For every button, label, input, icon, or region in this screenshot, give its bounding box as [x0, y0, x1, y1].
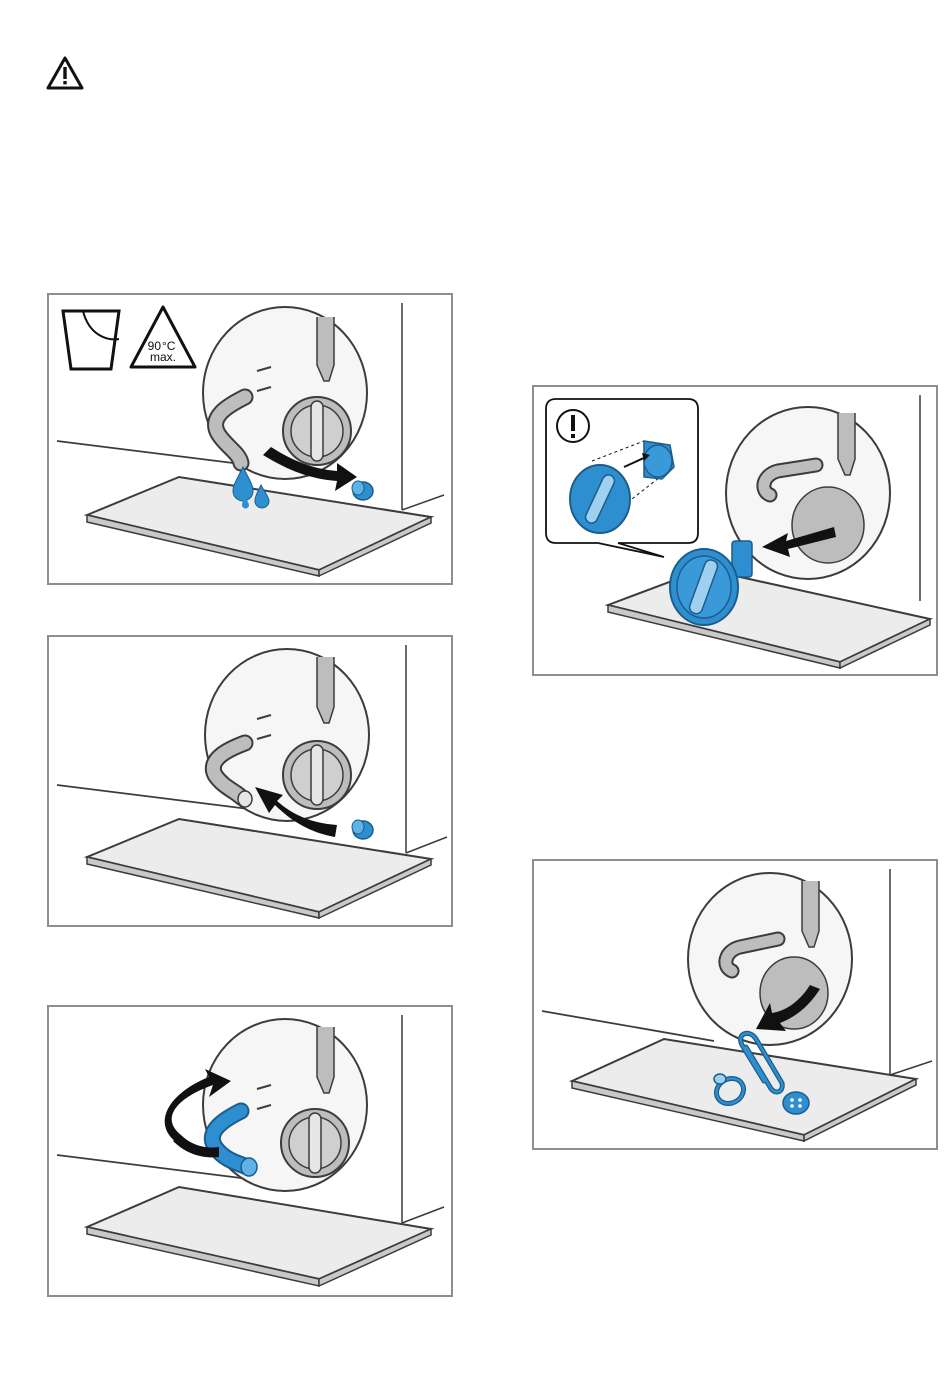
hot-water-warning-icon: 90 °C max. — [127, 303, 199, 373]
figure-fix-hose — [47, 1005, 453, 1297]
exclamation-icon — [554, 407, 592, 445]
figure-clean-foreign-objects — [532, 859, 938, 1150]
warning-triangle-icon — [46, 56, 84, 90]
figure-remove-filter — [532, 385, 938, 676]
bucket-icon — [59, 305, 123, 373]
figure-drain-water: 90 °C max. — [47, 293, 453, 585]
temp-max: max. — [150, 350, 176, 364]
figure-replace-plug — [47, 635, 453, 927]
